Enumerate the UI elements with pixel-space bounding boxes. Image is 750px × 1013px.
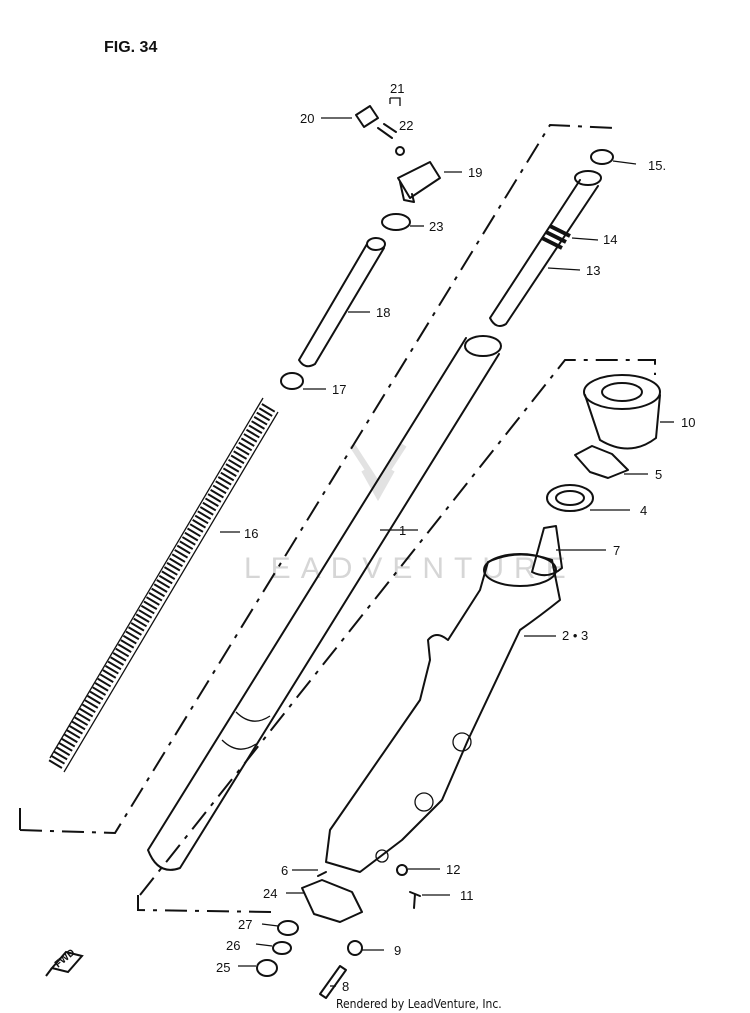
callout-12: 12 (446, 862, 460, 877)
callout-24: 24 (263, 886, 277, 901)
spacer-pipe (298, 237, 386, 368)
cap-o-ring (381, 213, 411, 231)
bolt-11 (409, 891, 421, 909)
callout-8: 8 (342, 979, 349, 994)
watermark-text: LEADVENTURE (244, 552, 576, 585)
rebound-spring (541, 224, 571, 250)
air-valve (377, 123, 397, 139)
spring-seat (280, 372, 304, 390)
callout-1: 1 (399, 523, 406, 538)
group-bracket-outer-tube (19, 123, 616, 835)
oil-seal (546, 484, 594, 512)
callout-6: 6 (281, 863, 288, 878)
callout-14: 14 (603, 232, 617, 247)
callout-5: 5 (655, 467, 662, 482)
piston-ring (590, 149, 614, 165)
dust-seal (583, 374, 661, 450)
callout-2-3: 2 • 3 (562, 628, 588, 643)
valve-o-ring (395, 146, 405, 156)
fork-cap-bolt (397, 161, 441, 203)
callout-19: 19 (468, 165, 482, 180)
damper-rod (489, 170, 602, 327)
figure-title: FIG. 34 (104, 39, 157, 56)
outer-tube (325, 553, 561, 873)
nut-25 (256, 959, 278, 977)
stud-bolt (317, 871, 327, 877)
callout-9: 9 (394, 943, 401, 958)
fork-spring (48, 397, 279, 773)
callout-4: 4 (640, 503, 647, 518)
callout-10: 10 (681, 415, 695, 430)
callout-16: 16 (244, 526, 258, 541)
nut-9 (347, 940, 363, 956)
callout-20: 20 (300, 111, 314, 126)
callout-23: 23 (429, 219, 443, 234)
front-direction-arrow (45, 950, 84, 977)
callout-11: 11 (460, 888, 474, 903)
oil-lock-piece (531, 525, 563, 577)
callout-25: 25 (216, 960, 230, 975)
washer-27 (277, 920, 299, 936)
callout-26: 26 (226, 938, 240, 953)
washer-26 (272, 941, 292, 955)
group-bracket-lower (137, 359, 656, 913)
leader-lines (220, 97, 674, 987)
inner-tube (147, 335, 502, 871)
callout-22: 22 (399, 118, 413, 133)
axle-holder (301, 879, 363, 923)
washer-12 (396, 864, 408, 876)
callout-15: 15. (648, 158, 666, 173)
callout-21: 21 (390, 81, 404, 96)
valve-cap (355, 105, 379, 128)
callout-13: 13 (586, 263, 600, 278)
callout-18: 18 (376, 305, 390, 320)
callout-17: 17 (332, 382, 346, 397)
bolt-8 (319, 965, 347, 999)
callout-7: 7 (613, 543, 620, 558)
callout-27: 27 (238, 917, 252, 932)
render-credit: Rendered by LeadVenture, Inc. (336, 997, 502, 1011)
oil-seal-stopper-ring (574, 445, 629, 479)
leadventure-watermark: LEADVENTURE (244, 443, 576, 585)
